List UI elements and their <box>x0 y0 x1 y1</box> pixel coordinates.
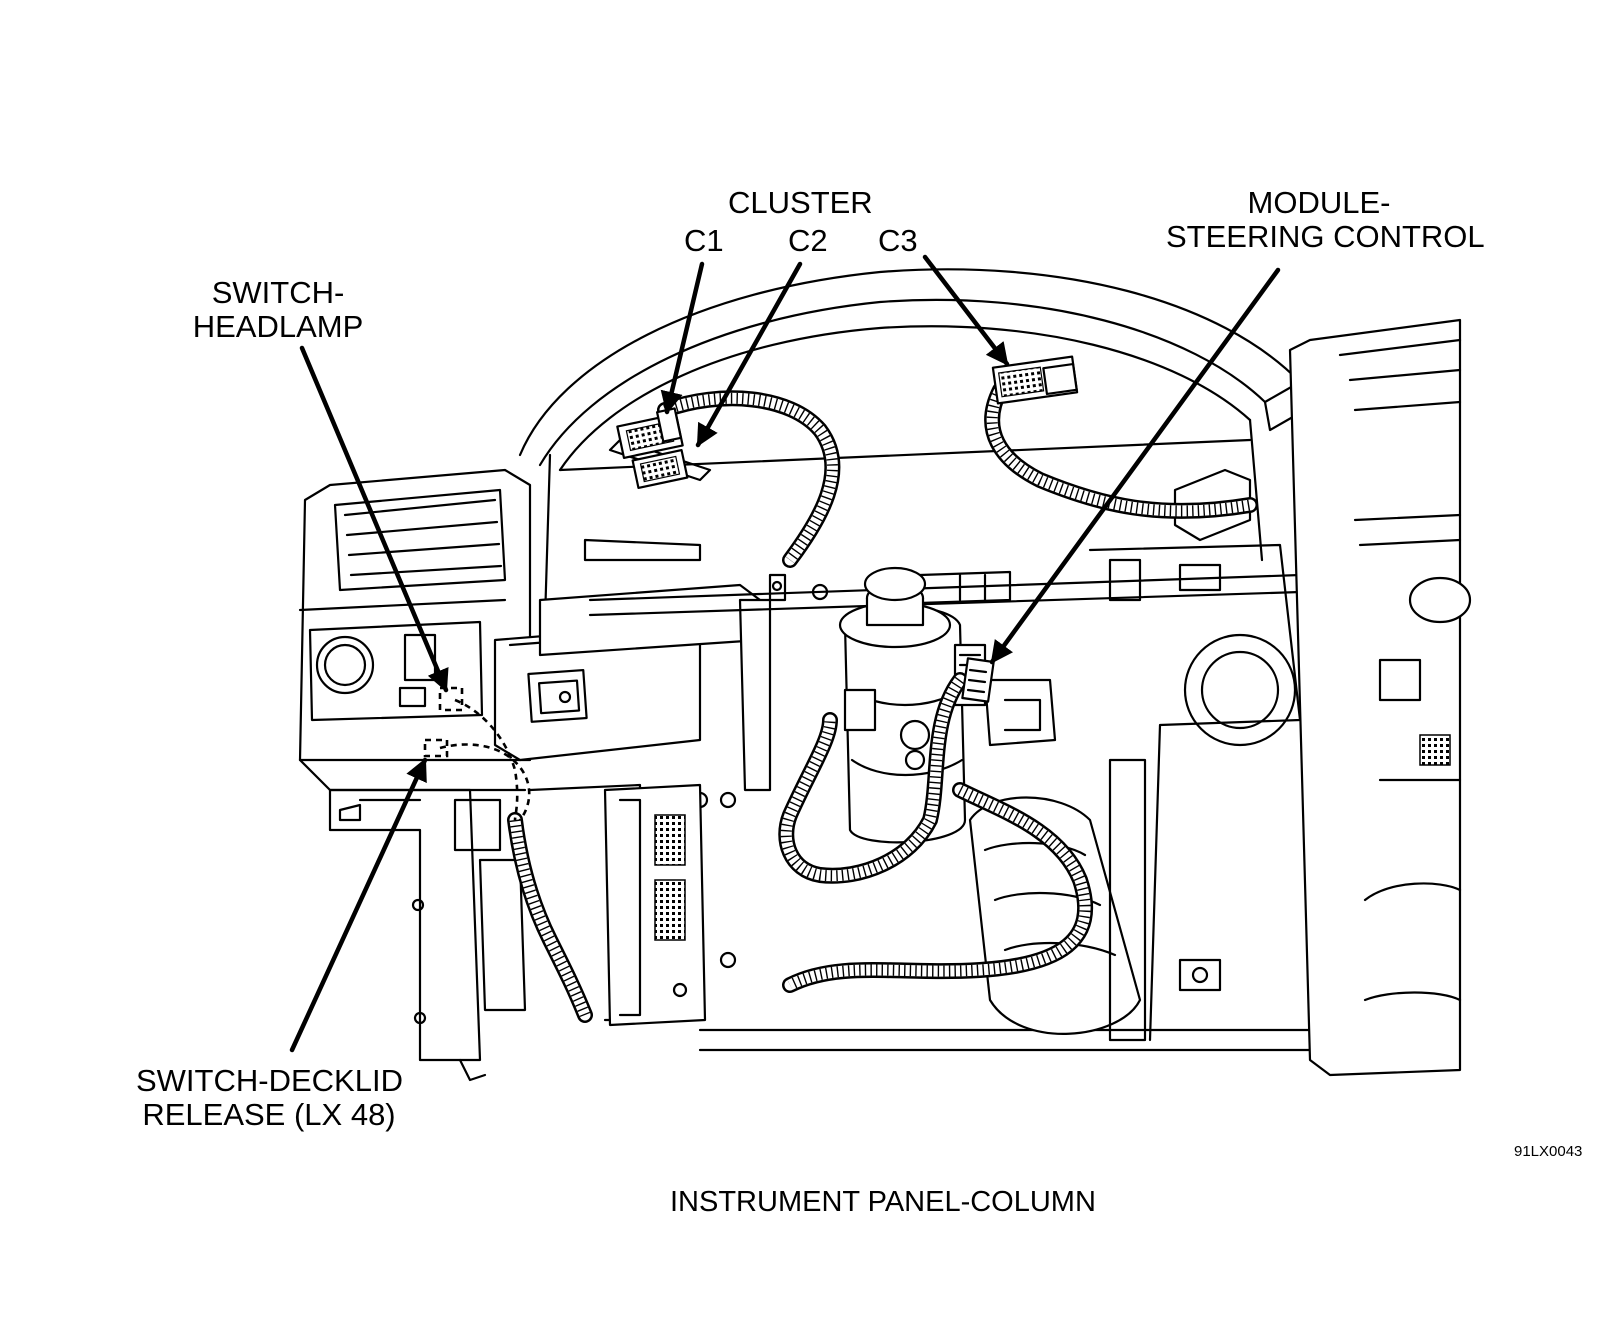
arrow-switch-headlamp <box>299 345 449 693</box>
steering-control-module-connector <box>961 657 995 703</box>
figure-caption: INSTRUMENT PANEL-COLUMN <box>670 1186 1096 1218</box>
arrow-c2 <box>695 261 803 448</box>
label-module-line2: STEERING CONTROL <box>1166 219 1485 254</box>
label-module-steering-control: MODULE- STEERING CONTROL <box>1166 185 1485 254</box>
steering-column <box>838 566 1142 1035</box>
arrow-module-steering-control <box>989 267 1281 665</box>
body-control-module <box>603 783 737 1027</box>
arrow-c3 <box>922 254 1010 367</box>
label-module-line1: MODULE- <box>1247 185 1391 220</box>
label-decklid-line2: RELEASE (LX 48) <box>142 1097 396 1132</box>
label-headlamp-line2: HEADLAMP <box>192 309 364 344</box>
label-headlamp-line1: SWITCH- <box>211 275 345 310</box>
label-c1: C1 <box>684 223 724 258</box>
label-decklid-line1: SWITCH-DECKLID <box>136 1063 403 1098</box>
right-bracket <box>1088 468 1302 1042</box>
center-stack <box>1288 318 1472 1077</box>
knee-bolster <box>493 583 772 809</box>
label-c2: C2 <box>788 223 828 258</box>
arrow-c1 <box>660 261 705 415</box>
lower-left-structure <box>328 783 642 1082</box>
label-switch-decklid-release: SWITCH-DECKLID RELEASE (LX 48) <box>136 1063 403 1132</box>
wire-harnesses <box>423 382 1258 1023</box>
cluster-connectors-c1-c2 <box>616 407 689 489</box>
leader-arrows <box>289 254 1281 1053</box>
label-cluster: CLUSTER <box>728 185 873 220</box>
label-switch-headlamp: SWITCH- HEADLAMP <box>190 276 366 344</box>
figure-code: 91LX0043 <box>1514 1143 1583 1160</box>
arrow-switch-decklid <box>289 757 428 1053</box>
cross-car-beam <box>588 570 1342 1052</box>
cluster-connector-c3 <box>991 355 1079 405</box>
label-c3: C3 <box>878 223 918 258</box>
